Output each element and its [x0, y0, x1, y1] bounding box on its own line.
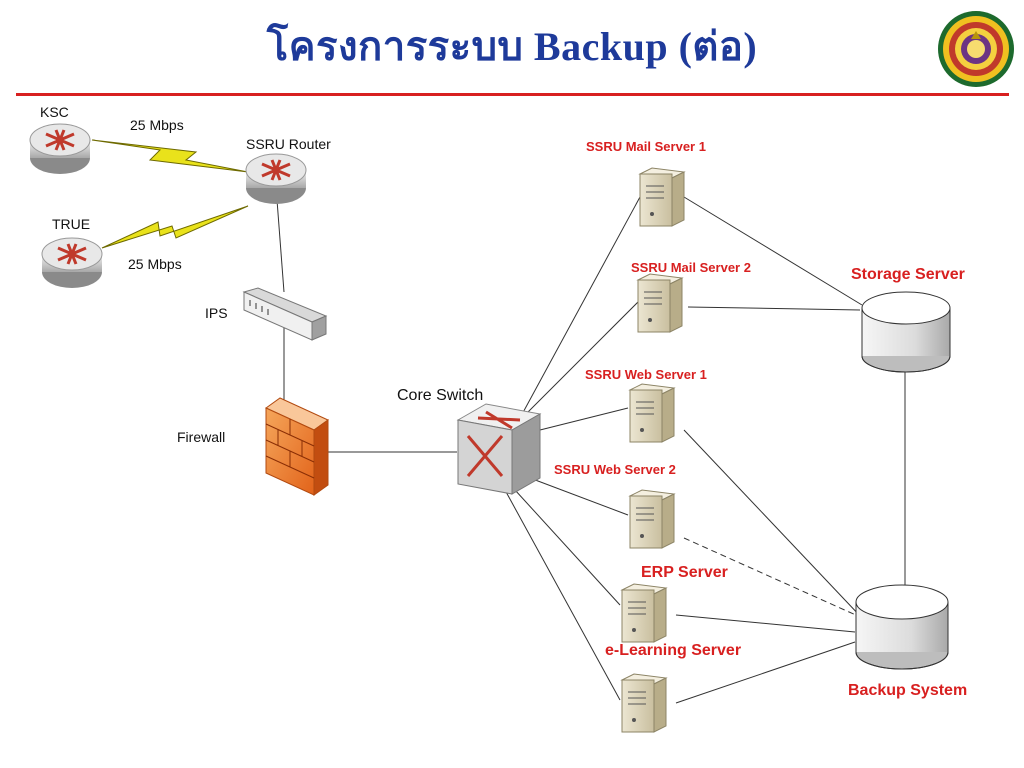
router-icon-ksc	[29, 123, 91, 174]
page-title: โครงการระบบ Backup (ต่อ)	[266, 24, 758, 69]
ips-device-icon	[242, 287, 328, 341]
server-icon-mail2	[636, 273, 684, 333]
link-label-ksc: 25 Mbps	[130, 117, 184, 133]
node-label-ssru-router: SSRU Router	[246, 136, 331, 152]
node-label-web1: SSRU Web Server 1	[585, 367, 707, 382]
wan-link-ksc	[91, 139, 249, 173]
link-label-true: 25 Mbps	[128, 256, 182, 272]
title-divider	[16, 93, 1009, 96]
wan-link-true	[101, 205, 249, 249]
node-label-backup: Backup System	[848, 682, 968, 699]
node-label-mail1: SSRU Mail Server 1	[586, 139, 706, 154]
server-icon-web2	[628, 489, 676, 549]
node-label-elearning: e-Learning Server	[605, 642, 742, 659]
storage-server-icon	[861, 291, 951, 373]
node-label-erp: ERP Server	[641, 564, 728, 581]
router-icon-true	[41, 237, 103, 288]
dashed-link	[683, 537, 859, 617]
server-icon-web1	[628, 383, 676, 443]
backup-system-icon	[855, 584, 949, 670]
node-label-web2: SSRU Web Server 2	[554, 462, 676, 477]
cables	[276, 196, 906, 704]
node-label-firewall: Firewall	[177, 429, 226, 445]
node-label-true: TRUE	[52, 216, 91, 232]
node-label-mail2: SSRU Mail Server 2	[631, 260, 751, 275]
node-label-core-switch: Core Switch	[397, 387, 484, 404]
server-icon-elearning	[620, 673, 668, 733]
server-icon-erp	[620, 583, 668, 643]
core-switch-icon	[456, 403, 542, 495]
server-icon-mail1	[638, 167, 686, 227]
firewall-icon	[265, 397, 329, 496]
node-label-storage: Storage Server	[851, 266, 965, 283]
node-label-ips: IPS	[205, 305, 228, 321]
router-icon-ssru	[245, 153, 307, 204]
node-label-ksc: KSC	[40, 104, 69, 120]
